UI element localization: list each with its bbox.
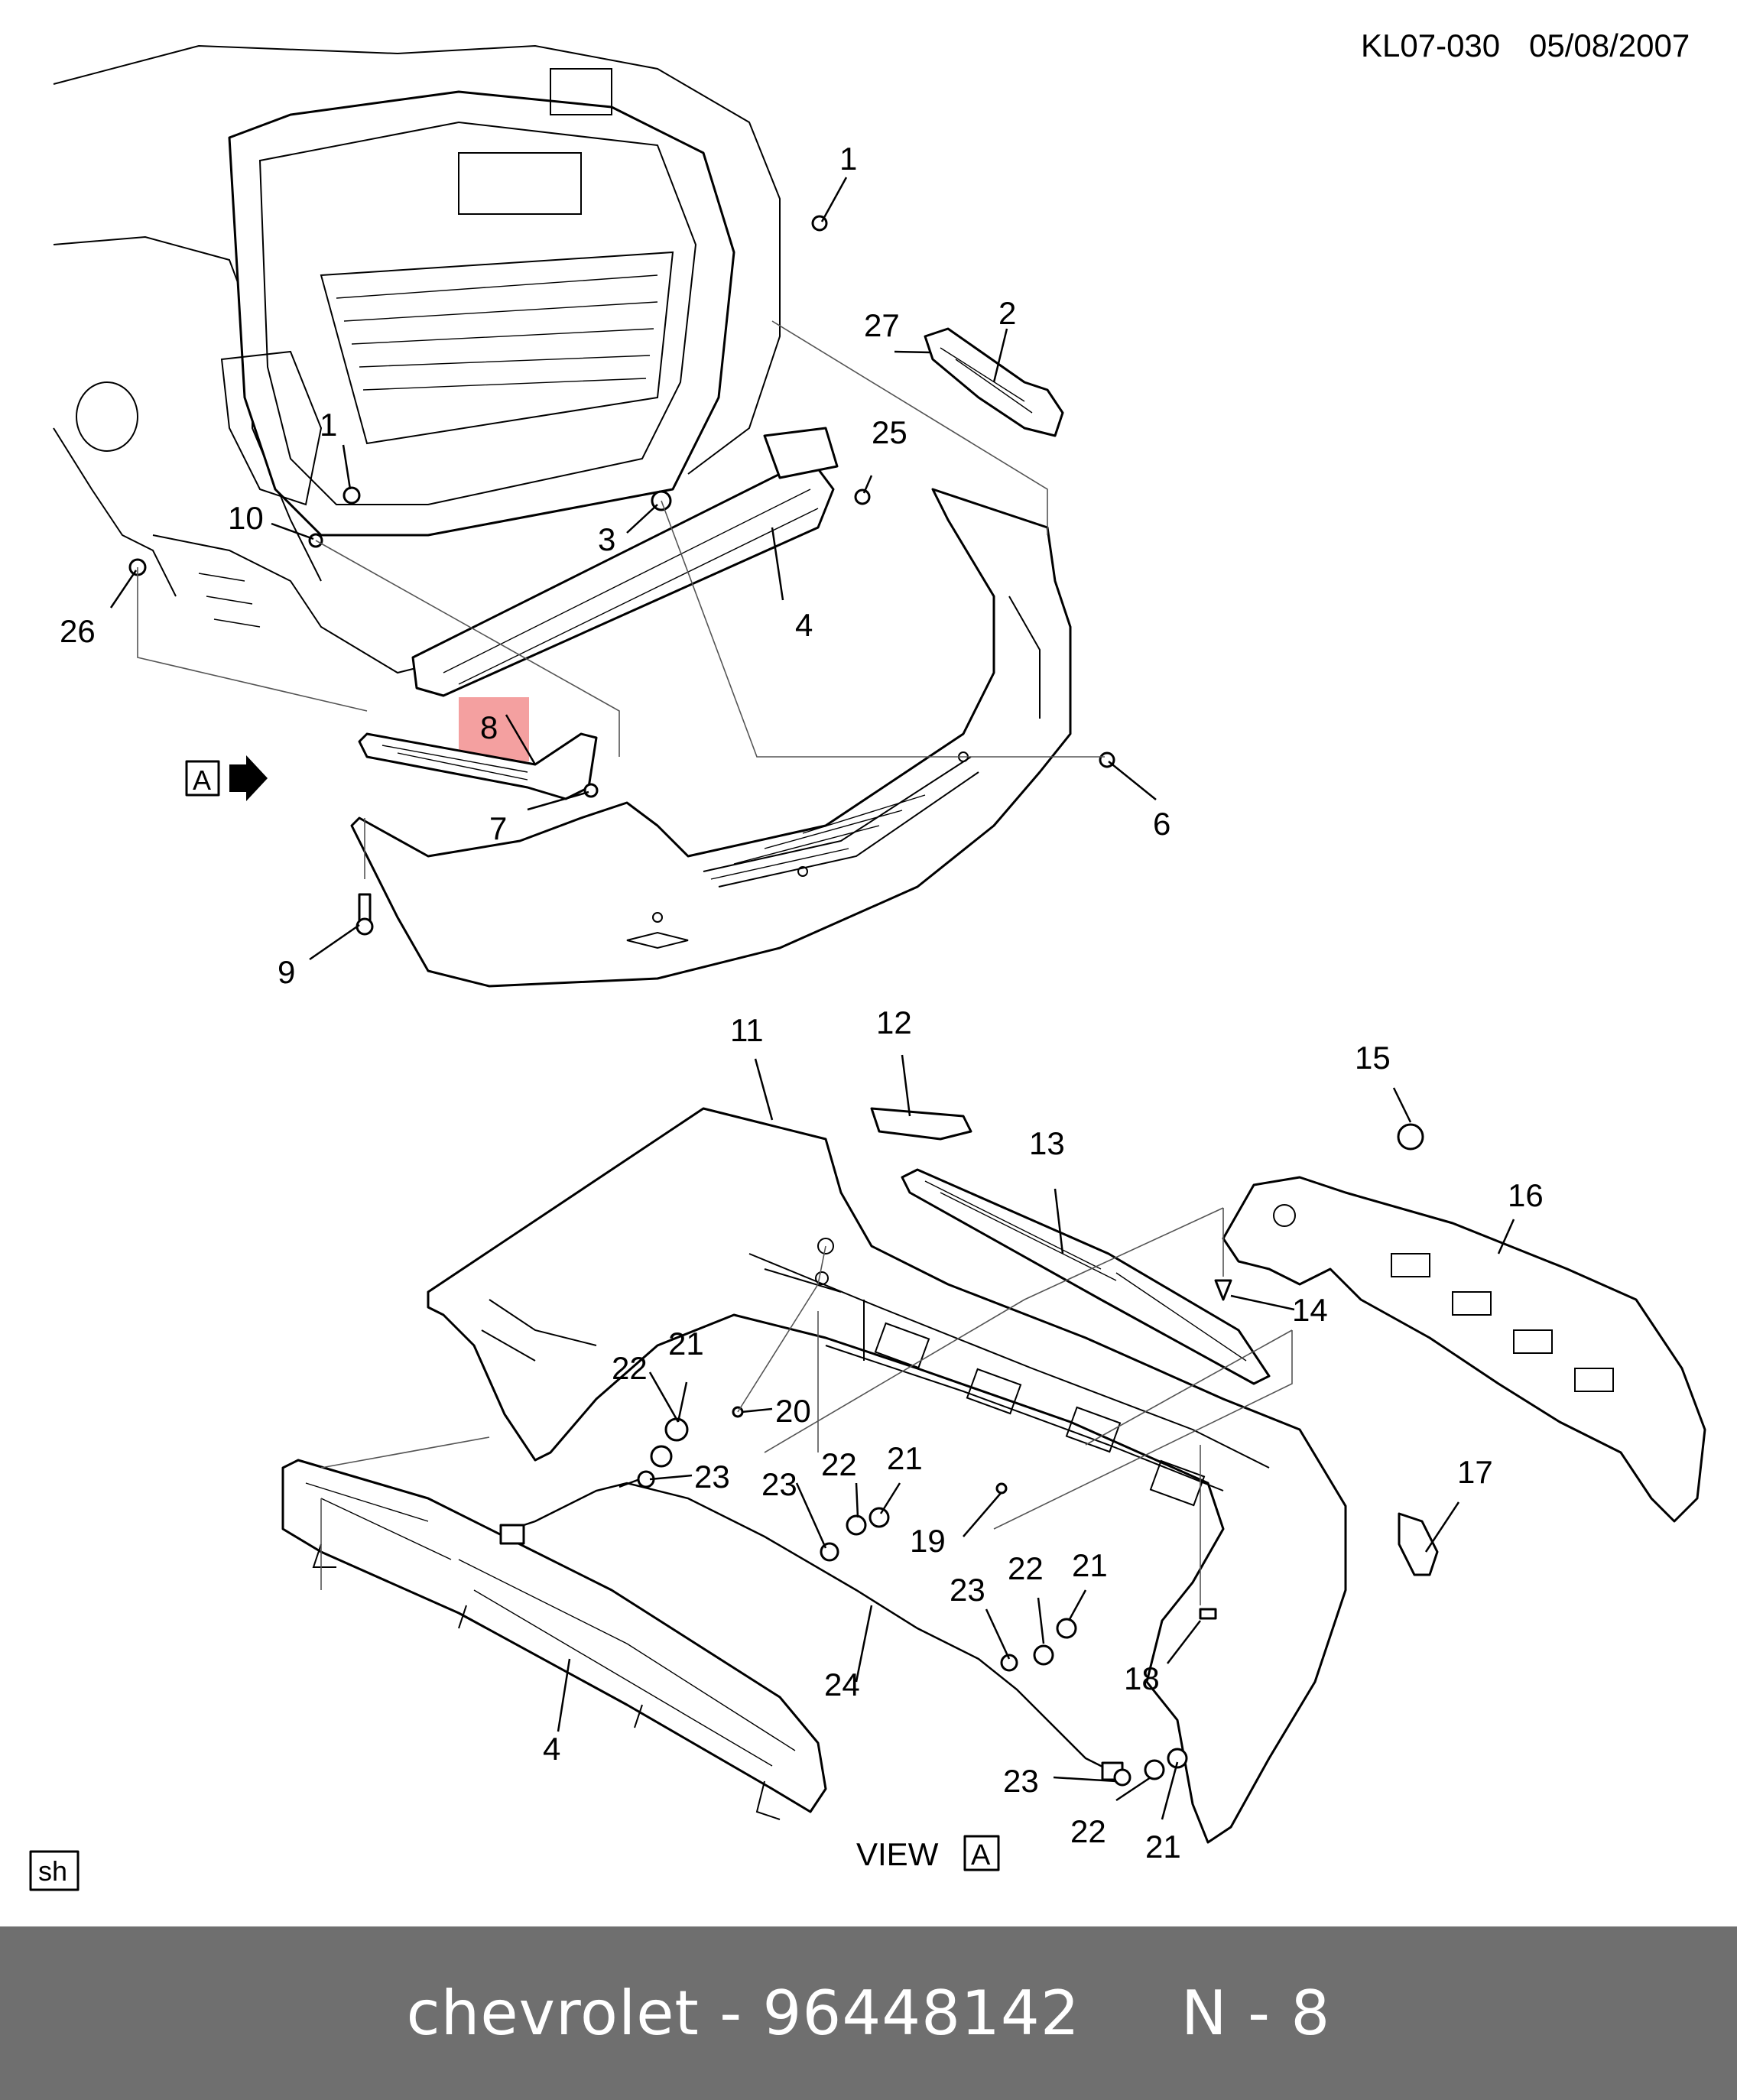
callout-23c: 23: [950, 1572, 985, 1608]
view-a-arrow-marker: A: [185, 755, 268, 801]
bumper-fascia-top: [350, 488, 1072, 988]
sensor-parts: [637, 1123, 1424, 1787]
callout-21c: 21: [1072, 1547, 1108, 1583]
reflector-12: [870, 1107, 972, 1141]
callout-12: 12: [876, 1005, 912, 1040]
parts-diagram: KL07-030 05/08/2007: [29, 28, 1706, 1891]
doc-code: KL07-030: [1361, 28, 1500, 63]
callout-1b: 1: [320, 407, 337, 443]
callout-1a: 1: [839, 141, 857, 177]
callout-6: 6: [1153, 806, 1170, 842]
skid-plate-16: [1222, 1176, 1706, 1523]
callout-3: 3: [598, 521, 615, 557]
callout-22b: 22: [821, 1446, 857, 1482]
callout-22c: 22: [1008, 1550, 1044, 1586]
impact-bar-top: [411, 427, 839, 697]
callout-17: 17: [1457, 1454, 1493, 1490]
corner-tag-text: sh: [38, 1855, 67, 1887]
view-a-label: VIEW A: [856, 1835, 1000, 1872]
callout-2: 2: [998, 295, 1016, 331]
footer-part-text: chevrolet - 96448142 N - 8: [406, 1978, 1331, 2049]
callout-4a: 4: [795, 607, 813, 643]
callout-7: 7: [489, 810, 507, 846]
callout-11: 11: [730, 1012, 764, 1048]
reference-lines-top: [137, 320, 1105, 879]
bracket-17: [1398, 1512, 1439, 1576]
callouts-bottom: 4 11 12 13 14 15 16 17 18 19 20 21 21 21…: [543, 1005, 1544, 1865]
callout-13: 13: [1029, 1125, 1065, 1161]
right-arrow-icon: [229, 755, 268, 801]
callout-23d: 23: [1003, 1763, 1039, 1799]
callout-23a: 23: [694, 1459, 730, 1495]
view-label-text: VIEW: [856, 1836, 939, 1872]
callout-22a: 22: [612, 1350, 648, 1386]
footer-bar: chevrolet - 96448142 N - 8: [0, 1926, 1737, 2100]
callout-21a: 21: [668, 1326, 704, 1362]
callout-21d: 21: [1145, 1829, 1181, 1865]
callout-16: 16: [1508, 1177, 1544, 1213]
callout-19: 19: [910, 1523, 946, 1559]
callout-22d: 22: [1070, 1813, 1106, 1849]
callout-8: 8: [480, 709, 498, 745]
callout-23b: 23: [761, 1466, 797, 1502]
callout-26: 26: [60, 613, 96, 649]
callout-14: 14: [1292, 1292, 1328, 1328]
leader-lines-top: [109, 177, 1157, 961]
callout-25: 25: [872, 414, 907, 450]
callout-18: 18: [1124, 1660, 1160, 1696]
part-8-highlight: [459, 697, 529, 761]
callout-21b: 21: [887, 1440, 923, 1476]
view-a-arrow-label: A: [193, 764, 211, 796]
vehicle-rear-body: [53, 44, 781, 674]
trim-strip-13: [901, 1168, 1271, 1385]
corner-tag: sh: [29, 1850, 80, 1891]
bumper-fascia-11: [427, 1107, 1347, 1844]
callouts-top: 1 1 2 3 4 6 7 8 9 10 25 26 27: [60, 141, 1170, 990]
doc-date: 05/08/2007: [1529, 28, 1690, 63]
callout-10: 10: [228, 500, 264, 536]
bracket-8: [358, 732, 598, 800]
callout-20: 20: [775, 1393, 811, 1429]
view-label-box-letter: A: [971, 1839, 991, 1871]
callout-9: 9: [278, 954, 295, 990]
leader-lines-bottom: [557, 1054, 1515, 1820]
reference-lines-bottom: [320, 1207, 1293, 1605]
impact-bar-bottom: [281, 1459, 827, 1820]
callout-4b: 4: [543, 1731, 560, 1767]
callout-15: 15: [1355, 1040, 1391, 1076]
callout-27: 27: [864, 307, 900, 343]
callout-24: 24: [824, 1667, 860, 1702]
